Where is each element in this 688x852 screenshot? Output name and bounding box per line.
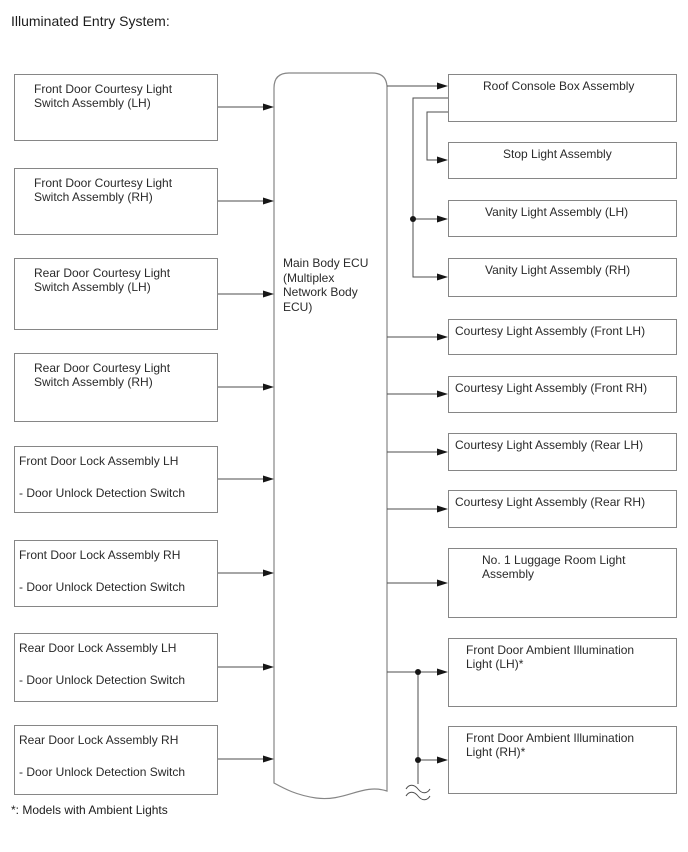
line-break-symbol	[405, 784, 431, 801]
output-box-front-door-ambient-illumination-lh: Front Door Ambient Illumination Light (L…	[448, 638, 677, 707]
box-label: Roof Console Box Assembly	[483, 79, 635, 93]
box-label: Rear Door Lock Assembly LH	[19, 641, 177, 655]
box-label: Front Door Lock Assembly LH	[19, 454, 179, 468]
box-label: Front Door Courtesy Light Switch Assembl…	[34, 82, 173, 110]
box-sub-label: - Door Unlock Detection Switch	[19, 765, 186, 779]
box-sub-label: - Door Unlock Detection Switch	[19, 580, 186, 594]
input-box-front-door-lock-lh: Front Door Lock Assembly LH - Door Unlock…	[14, 446, 218, 513]
output-box-no1-luggage-room-light: No. 1 Luggage Room Light Assembly	[448, 548, 677, 618]
junction-dot	[415, 669, 421, 675]
output-box-roof-console-box-assembly: Roof Console Box Assembly	[448, 74, 677, 122]
box-label: Front Door Courtesy Light Switch Assembl…	[34, 176, 173, 204]
box-sub-label: - Door Unlock Detection Switch	[19, 673, 186, 687]
box-label: Courtesy Light Assembly (Front RH)	[455, 381, 648, 395]
output-box-courtesy-light-rear-lh: Courtesy Light Assembly (Rear LH)	[448, 433, 677, 471]
input-box-front-door-courtesy-light-switch-rh: Front Door Courtesy Light Switch Assembl…	[14, 168, 218, 235]
ambient-lights-footnote: *: Models with Ambient Lights	[11, 803, 168, 817]
junction-dot	[415, 757, 421, 763]
main-body-ecu-outline	[273, 72, 388, 800]
input-box-rear-door-courtesy-light-switch-rh: Rear Door Courtesy Light Switch Assembly…	[14, 353, 218, 422]
input-box-rear-door-courtesy-light-switch-lh: Rear Door Courtesy Light Switch Assembly…	[14, 258, 218, 330]
output-box-courtesy-light-rear-rh: Courtesy Light Assembly (Rear RH)	[448, 490, 677, 528]
box-label: Stop Light Assembly	[503, 147, 612, 161]
box-sub-label: - Door Unlock Detection Switch	[19, 486, 186, 500]
box-label: Rear Door Lock Assembly RH	[19, 733, 179, 747]
output-box-courtesy-light-front-lh: Courtesy Light Assembly (Front LH)	[448, 319, 677, 355]
output-box-stop-light-assembly: Stop Light Assembly	[448, 142, 677, 179]
output-box-front-door-ambient-illumination-rh: Front Door Ambient Illumination Light (R…	[448, 726, 677, 794]
box-label: Vanity Light Assembly (LH)	[485, 205, 629, 219]
main-body-ecu-label: Main Body ECU (Multiplex Network Body EC…	[283, 256, 369, 314]
output-box-courtesy-light-front-rh: Courtesy Light Assembly (Front RH)	[448, 376, 677, 413]
box-label: Vanity Light Assembly (RH)	[485, 263, 631, 277]
box-label: Front Door Ambient Illumination Light (L…	[466, 643, 635, 671]
box-label: Rear Door Courtesy Light Switch Assembly…	[34, 266, 171, 294]
box-label: Courtesy Light Assembly (Front LH)	[455, 324, 646, 338]
diagram-title: Illuminated Entry System:	[11, 13, 170, 29]
box-label: Front Door Ambient Illumination Light (R…	[466, 731, 635, 759]
junction-dot	[410, 216, 416, 222]
input-box-rear-door-lock-rh: Rear Door Lock Assembly RH - Door Unlock …	[14, 725, 218, 795]
box-label: Front Door Lock Assembly RH	[19, 548, 181, 562]
box-label: Courtesy Light Assembly (Rear RH)	[455, 495, 646, 509]
input-box-front-door-lock-rh: Front Door Lock Assembly RH - Door Unlock…	[14, 540, 218, 607]
input-box-front-door-courtesy-light-switch-lh: Front Door Courtesy Light Switch Assembl…	[14, 74, 218, 141]
output-box-vanity-light-rh: Vanity Light Assembly (RH)	[448, 258, 677, 297]
box-label: No. 1 Luggage Room Light Assembly	[482, 553, 626, 581]
input-box-rear-door-lock-lh: Rear Door Lock Assembly LH - Door Unlock …	[14, 633, 218, 702]
output-box-vanity-light-lh: Vanity Light Assembly (LH)	[448, 200, 677, 237]
box-label: Courtesy Light Assembly (Rear LH)	[455, 438, 644, 452]
box-label: Rear Door Courtesy Light Switch Assembly…	[34, 361, 171, 389]
